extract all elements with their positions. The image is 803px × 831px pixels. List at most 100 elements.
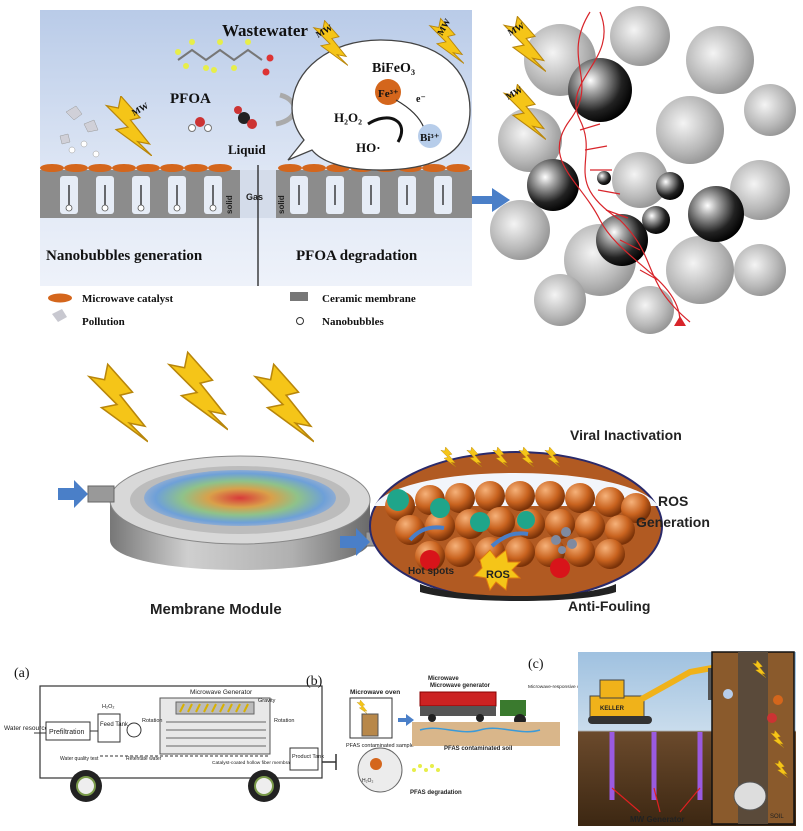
- product-tank-box: [289, 747, 319, 771]
- anti-fouling-label: Anti-Fouling: [568, 598, 650, 614]
- ros-generation-label-2: Generation: [636, 514, 710, 530]
- sample-vial: [361, 713, 379, 737]
- microwave-oven-label: Microwave oven: [350, 689, 400, 696]
- gravity-label: Gravity: [258, 698, 276, 704]
- hot-spot-icon-1: [420, 550, 440, 570]
- water-quality-label: Water quality test: [60, 756, 99, 762]
- gas-label: Gas: [246, 192, 263, 202]
- catalyst-membrane-label: Catalyst-coated hollow fiber membrane: [212, 760, 296, 766]
- feed-tank-label: Feed Tank: [100, 722, 129, 728]
- microwave-generator-label: Microwave Generator: [190, 689, 253, 696]
- flow-arrow-1: [408, 525, 445, 542]
- pfoa-molecule: [175, 39, 274, 76]
- helix-arrowhead: [674, 316, 686, 326]
- hitch: [322, 754, 337, 770]
- fe-ion-icon: [375, 79, 401, 105]
- legend-pollution-icon: [52, 309, 67, 322]
- wastewater-label: Wastewater: [222, 21, 308, 40]
- top-left-panel: Wastewater PFOA Liquid Gas solid solid N…: [40, 10, 472, 330]
- nanobubbles-generation-label: Nanobubbles generation: [46, 248, 203, 264]
- bifeo3-label: BiFeO₃: [372, 61, 415, 76]
- membrane-module: [87, 455, 391, 570]
- h2o2-input-label: H₂O₂: [102, 704, 115, 710]
- bi3-label: Bi³⁺: [420, 132, 440, 144]
- em-wave-helix: [558, 11, 691, 323]
- wheel-left: [70, 770, 102, 802]
- keller-logo: KELLER: [600, 706, 625, 712]
- feed-tank-box: [97, 713, 121, 743]
- h2o2-label: H₂O₂: [334, 110, 362, 125]
- oven-arrow: [398, 714, 414, 726]
- legend-ceramic-swatch: [290, 292, 308, 301]
- ros-burst-icon: [472, 549, 522, 592]
- generator-trailer: [419, 691, 497, 707]
- legend-catalyst: Microwave catalyst: [82, 293, 173, 305]
- legend-nanobubbles: Nanobubbles: [322, 316, 384, 328]
- panel-c: KELLER MW Generator SOIL: [578, 651, 796, 826]
- pfas-degradation-label: PFAS degradation: [410, 790, 462, 796]
- trailer-base: [420, 706, 496, 716]
- mw-generator-label: MW Generator: [630, 815, 685, 824]
- inset-bubble: [733, 781, 767, 811]
- panel-arrow-1: [472, 188, 510, 212]
- contaminated-soil: [412, 722, 560, 746]
- legend-nanobubble-icon: [296, 317, 304, 325]
- electron-arrow: [395, 99, 425, 129]
- ros-label: ROS: [486, 569, 510, 581]
- pfoa-degradation-label: PFOA degradation: [296, 248, 418, 264]
- hot-spot-icon-2: [550, 558, 570, 578]
- reaction-arrow: [367, 116, 404, 143]
- prefiltration-label: Prefiltration: [49, 729, 85, 736]
- panel-a: (a) Water resource Prefiltration Feed Ta…: [4, 666, 337, 802]
- membrane-module-label: Membrane Module: [150, 601, 282, 618]
- truck-generator-label: Microwave generator: [430, 683, 491, 689]
- solid-label-right: solid: [277, 195, 286, 214]
- hot-spots-label: Hot spots: [408, 566, 455, 577]
- mw-bolt-icon-6: [88, 363, 148, 443]
- label-a: (a): [14, 666, 30, 681]
- label-b: (b): [306, 674, 323, 689]
- flow-arrow-2: [490, 531, 529, 548]
- virus-icons: [387, 489, 535, 532]
- legend-catalyst-swatch: [48, 293, 72, 303]
- liquid-label: Liquid: [228, 142, 266, 157]
- middle-panel: Membrane Module: [58, 351, 710, 618]
- co2-molecule-icon: [234, 106, 257, 129]
- hollow-fibers: [166, 721, 266, 747]
- tractor-icon: [500, 700, 526, 716]
- water-molecule-icon: [188, 117, 212, 132]
- pollution-particles: [59, 105, 100, 158]
- bubble-cluster: [490, 6, 796, 334]
- mw-bolt-icon-7: [168, 351, 228, 431]
- ion-icons: [723, 689, 783, 723]
- pfas-soil-label: PFAS contaminated soil: [444, 746, 513, 752]
- electron-label: e⁻: [416, 94, 426, 105]
- nanobubbles: [65, 204, 217, 212]
- ros-generation-label-1: ROS: [658, 493, 688, 509]
- generator-stripes: [179, 703, 249, 713]
- fe3-label: Fe³⁺: [378, 88, 399, 100]
- wheel-right: [248, 770, 280, 802]
- solid-label-left: solid: [225, 195, 234, 214]
- truck-generator-label-1: Microwave: [428, 676, 459, 682]
- pump-icon: [126, 722, 142, 738]
- pfas-molecule-small: [412, 764, 440, 772]
- soil-label: SOIL: [770, 814, 784, 820]
- legend-background: [40, 286, 472, 330]
- product-tank-label: Product Tank: [292, 754, 324, 760]
- flow-arrows: [68, 185, 444, 205]
- foulant-particles: [551, 527, 577, 554]
- module-inlet-arrow: [58, 480, 88, 508]
- pfoa-label: PFOA: [170, 91, 211, 107]
- pfas-sample-label: PFAS contaminated sample: [346, 743, 414, 749]
- zoom-detail: Hot spots ROS: [369, 446, 663, 601]
- h2o2-bubble-label: H₂O₂: [362, 778, 373, 784]
- degradation-bubble: [357, 747, 403, 793]
- bi-ion-icon: [418, 124, 442, 148]
- mw-bolt-icon-8: [254, 363, 314, 443]
- water-resource-label: Water resource: [4, 725, 49, 732]
- rotation-label-left: Rotation: [142, 718, 163, 724]
- excavator-icon: [588, 665, 713, 724]
- label-c: (c): [528, 657, 544, 672]
